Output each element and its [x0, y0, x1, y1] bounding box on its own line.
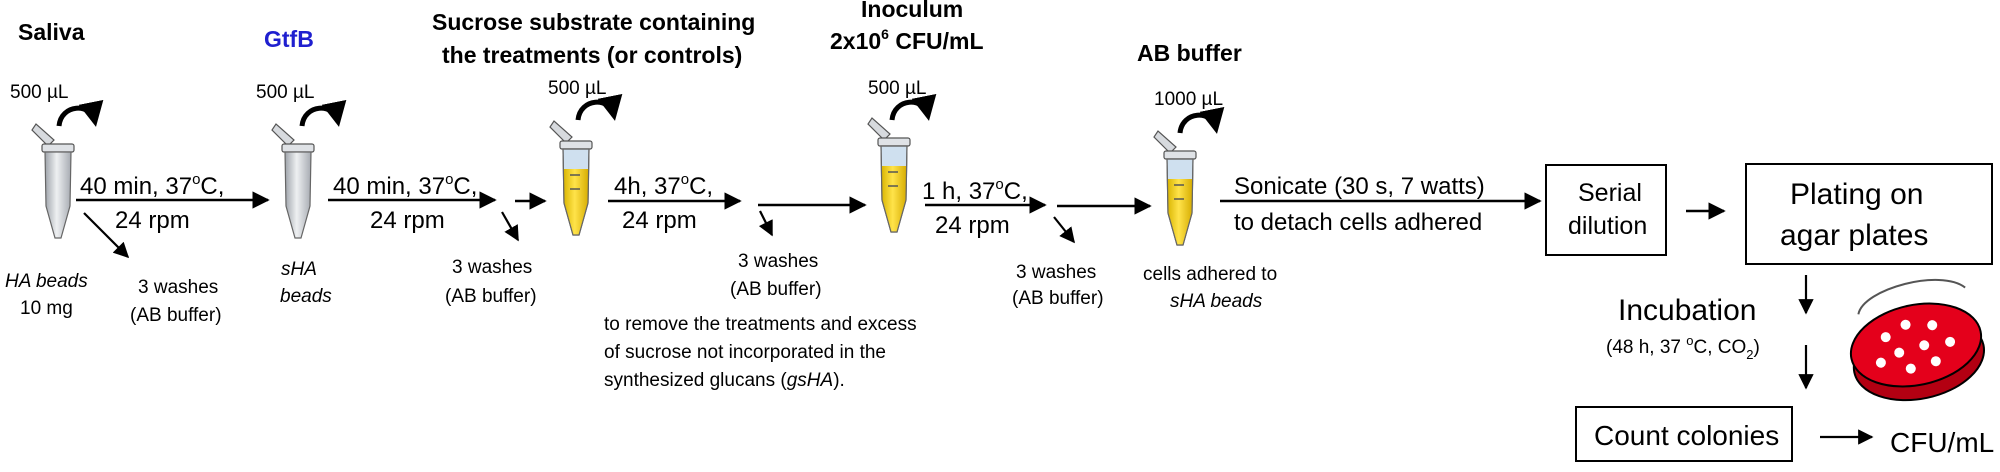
transition-4-wash-1: 3 washes [1016, 262, 1096, 283]
saliva-title: Saliva [18, 19, 85, 45]
transition-2-wash-2: (AB buffer) [445, 286, 537, 307]
transition-3-rpm: 24 rpm [622, 207, 697, 234]
transition-1-cond: 40 min, 37oC, [80, 171, 224, 200]
sucrose-title-2: the treatments (or controls) [442, 42, 742, 68]
incubation-title: Incubation [1618, 294, 1756, 327]
cfu-result: CFU/mL [1890, 427, 1994, 458]
sucrose-volume: 500 µL [548, 78, 607, 99]
curl-arrow-icon [1180, 115, 1216, 133]
inoculum-title-1: Inoculum [861, 0, 963, 22]
transition-1-rpm: 24 rpm [115, 207, 190, 234]
transition-4-wash-2: (AB buffer) [1012, 288, 1104, 309]
gtfb-below-2: beads [280, 286, 332, 307]
ab-buffer-below-2: sHA beads [1170, 291, 1263, 312]
wash-note-3: synthesized glucans (gsHA). [604, 370, 845, 391]
wash-arrow [83, 212, 130, 259]
gtfb-volume: 500 µL [256, 82, 315, 103]
plating-line-1: Plating on [1790, 178, 1923, 211]
wash-note-2: of sucrose not incorporated in the [604, 342, 886, 363]
inoculum-title-2: 2x106 CFU/mL [830, 26, 984, 54]
saliva-volume: 500 µL [10, 82, 69, 103]
tube-yellow-icon [1153, 130, 1197, 246]
curl-arrow-icon [59, 108, 95, 126]
plating-box [1745, 163, 1993, 265]
petri-dish-icon [1849, 278, 1986, 402]
tube-icon [271, 123, 315, 239]
wash-note-1: to remove the treatments and excess [604, 314, 917, 335]
wash-arrow [1053, 216, 1075, 244]
incubation-detail: (48 h, 37 oC, CO2) [1606, 333, 1760, 362]
transition-3-cond: 4h, 37oC, [614, 171, 713, 200]
transition-1-wash-2: (AB buffer) [130, 305, 222, 326]
curl-arrow-icon [302, 108, 338, 126]
saliva-below-1: HA beads [5, 271, 88, 292]
ab-buffer-title: AB buffer [1137, 40, 1242, 66]
inoculum-volume: 500 µL [868, 78, 927, 99]
gtfb-title: GtfB [264, 26, 314, 52]
sonicate-line-1: Sonicate (30 s, 7 watts) [1234, 173, 1485, 200]
transition-3-wash-2: (AB buffer) [730, 279, 822, 300]
count-colonies-box [1575, 406, 1793, 462]
wash-arrow [501, 211, 519, 242]
serial-dilution-line-1: Serial [1578, 179, 1642, 207]
serial-dilution-box [1545, 164, 1667, 256]
ab-buffer-volume: 1000 µL [1154, 89, 1223, 110]
transition-2-cond: 40 min, 37oC, [333, 171, 477, 200]
transition-1-wash-1: 3 washes [138, 277, 218, 298]
tube-icon [31, 123, 75, 239]
tube-yellow-icon [867, 117, 911, 233]
tube-yellow-icon [549, 120, 593, 236]
transition-4-cond: 1 h, 37oC, [922, 176, 1028, 205]
transition-2-wash-1: 3 washes [452, 257, 532, 278]
gtfb-below-1: sHA [281, 259, 317, 280]
sucrose-title-1: Sucrose substrate containing [432, 9, 755, 35]
transition-4-rpm: 24 rpm [935, 212, 1010, 239]
sonicate-line-2: to detach cells adhered [1234, 209, 1482, 236]
ab-buffer-below-1: cells adhered to [1143, 264, 1277, 285]
curl-arrow-icon [578, 102, 614, 120]
saliva-below-2: 10 mg [20, 298, 73, 319]
count-colonies-label: Count colonies [1594, 420, 1779, 451]
curl-arrow-icon [892, 102, 928, 120]
transition-3-wash-1: 3 washes [738, 251, 818, 272]
serial-dilution-line-2: dilution [1568, 212, 1647, 240]
plating-line-2: agar plates [1780, 219, 1928, 252]
wash-arrow [758, 210, 773, 237]
transition-2-rpm: 24 rpm [370, 207, 445, 234]
